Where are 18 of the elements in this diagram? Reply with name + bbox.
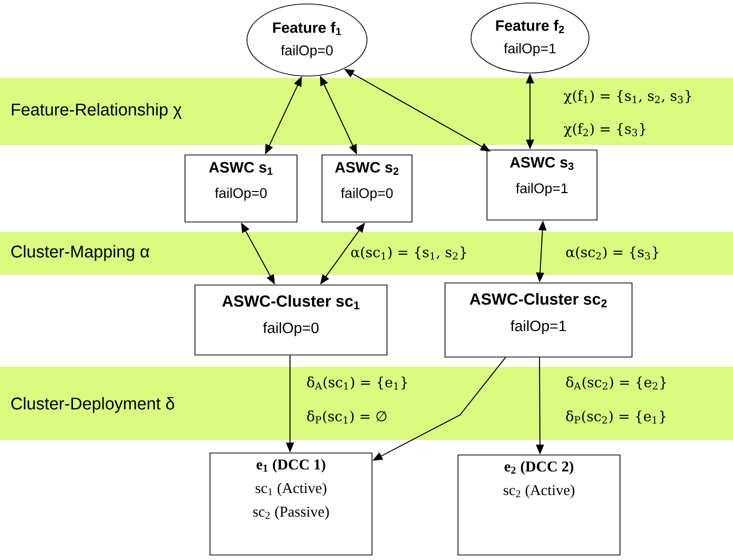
band-title: Cluster-Deployment δ: [11, 397, 174, 413]
formula: δ$_{A}$(sc$_{2}$) = {e$_{2}$}: [566, 376, 666, 390]
formula: χ(f$_{2}$) = {s$_{3}$}: [564, 123, 646, 137]
component-box: ASWC s$_{1}$ failOp=0: [184, 154, 298, 222]
component-box: ASWC s$_{3}$ failOp=1: [486, 150, 598, 220]
cluster-box: ASWC-Cluster sc$_{2}$ failOp=1: [444, 282, 632, 358]
ecu-box: e$_{2}$ (DCC 2) sc$_{2}$ (Active): [458, 454, 620, 556]
formula: χ(f$_{1}$) = {s$_{1}$, s$_{2}$, s$_{3}$}: [564, 90, 692, 104]
formula: α(sc$_{2}$) = {s$_{3}$}: [566, 246, 658, 260]
formula: α(sc$_{1}$) = {s$_{1}$, s$_{2}$}: [351, 246, 466, 260]
formula: δ$_{P}$(sc$_{1}$) = ∅: [307, 410, 386, 424]
component-box: ASWC s$_{2}$ failOp=0: [322, 154, 412, 222]
ecu-box: e$_{1}$ (DCC 1) sc$_{1}$ (Active) sc$_{2}$ (Passive): [210, 452, 372, 556]
band-title: Cluster-Mapping α: [11, 245, 150, 261]
formula: δ$_{A}$(sc$_{1}$) = {e$_{1}$}: [307, 376, 407, 390]
band-title: Feature-Relationship χ: [12, 103, 182, 119]
cluster-box: ASWC-Cluster sc$_{1}$ failOp=0: [194, 284, 388, 356]
formula: δ$_{P}$(sc$_{2}$) = {e$_{1}$}: [566, 410, 666, 424]
